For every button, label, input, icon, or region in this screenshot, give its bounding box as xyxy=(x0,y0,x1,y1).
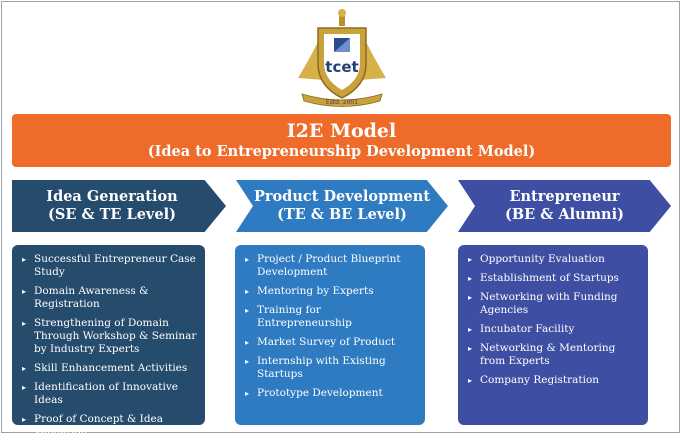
banner-title: I2E Model xyxy=(286,120,397,142)
list-item: ▸Internship with Existing Startups xyxy=(245,355,386,380)
bullet-icon: ▸ xyxy=(245,255,250,264)
stage-level: (BE & Alumni) xyxy=(505,206,624,223)
banner-subtitle: (Idea to Entrepreneurship Development Mo… xyxy=(147,143,536,160)
bullet-icon: ▸ xyxy=(22,255,27,264)
bullet-icon: ▸ xyxy=(22,415,27,424)
stage-3-activities: ▸Opportunity Evaluation ▸Establishment o… xyxy=(458,245,648,425)
list-item: ▸Prototype Development xyxy=(245,387,383,399)
list-item: ▸Incubator Facility xyxy=(468,323,575,335)
stage-level: (TE & BE Level) xyxy=(277,206,407,223)
list-item: ▸Identification of Innovative Ideas xyxy=(22,381,179,406)
list-item: ▸Project / Product Blueprint Development xyxy=(245,253,401,278)
list-item: ▸Opportunity Evaluation xyxy=(468,253,605,265)
list-item: ▸Establishment of Startups xyxy=(468,272,619,284)
model-banner: I2E Model (Idea to Entrepreneurship Deve… xyxy=(12,114,671,167)
bullet-icon: ▸ xyxy=(245,338,250,347)
list-item: ▸Successful Entrepreneur Case Study xyxy=(22,253,196,278)
diagram-frame xyxy=(1,1,680,433)
list-item: ▸Domain Awareness & Registration xyxy=(22,285,149,310)
bullet-icon: ▸ xyxy=(22,364,27,373)
bullet-icon: ▸ xyxy=(468,344,473,353)
bullet-icon: ▸ xyxy=(468,274,473,283)
list-item: ▸Strengthening of Domain Through Worksho… xyxy=(22,317,197,355)
tcet-logo: tcet xyxy=(298,9,386,107)
stage-title: Product Development xyxy=(253,188,431,205)
bullet-icon: ▸ xyxy=(22,319,27,328)
stage-product-development: Product Development (TE & BE Level) xyxy=(236,180,448,232)
list-item: ▸Market Survey of Product xyxy=(245,336,396,348)
established-date: Estd. 2001 xyxy=(325,99,359,106)
bullet-icon: ▸ xyxy=(22,287,27,296)
list-item: ▸Networking & Mentoring from Experts xyxy=(468,342,616,367)
list-item: ▸Skill Enhancement Activities xyxy=(22,362,188,374)
list-item: ▸Company Registration xyxy=(468,374,600,386)
list-item: ▸Mentoring by Experts xyxy=(245,285,374,297)
logo-text: tcet xyxy=(325,58,358,76)
stage-1-activities: ▸Successful Entrepreneur Case Study ▸Dom… xyxy=(12,245,205,438)
bullet-icon: ▸ xyxy=(245,306,250,315)
bullet-icon: ▸ xyxy=(468,376,473,385)
list-item: ▸Networking with Funding Agencies xyxy=(468,291,618,316)
stage-2-activities: ▸Project / Product Blueprint Development… xyxy=(235,245,425,425)
bullet-icon: ▸ xyxy=(245,287,250,296)
bullet-icon: ▸ xyxy=(245,357,250,366)
bullet-icon: ▸ xyxy=(245,389,250,398)
list-item: ▸Training for Entrepreneurship xyxy=(245,304,352,329)
bullet-icon: ▸ xyxy=(468,293,473,302)
stage-idea-generation: Idea Generation (SE & TE Level) xyxy=(12,180,226,232)
stage-entrepreneur: Entrepreneur (BE & Alumni) xyxy=(458,180,671,232)
bullet-icon: ▸ xyxy=(22,383,27,392)
bullet-icon: ▸ xyxy=(468,325,473,334)
list-item: ▸Proof of Concept & Idea Validation xyxy=(22,413,164,438)
stage-title: Entrepreneur xyxy=(509,188,620,205)
bullet-icon: ▸ xyxy=(468,255,473,264)
stage-level: (SE & TE Level) xyxy=(48,206,176,223)
stage-title: Idea Generation xyxy=(46,188,178,205)
